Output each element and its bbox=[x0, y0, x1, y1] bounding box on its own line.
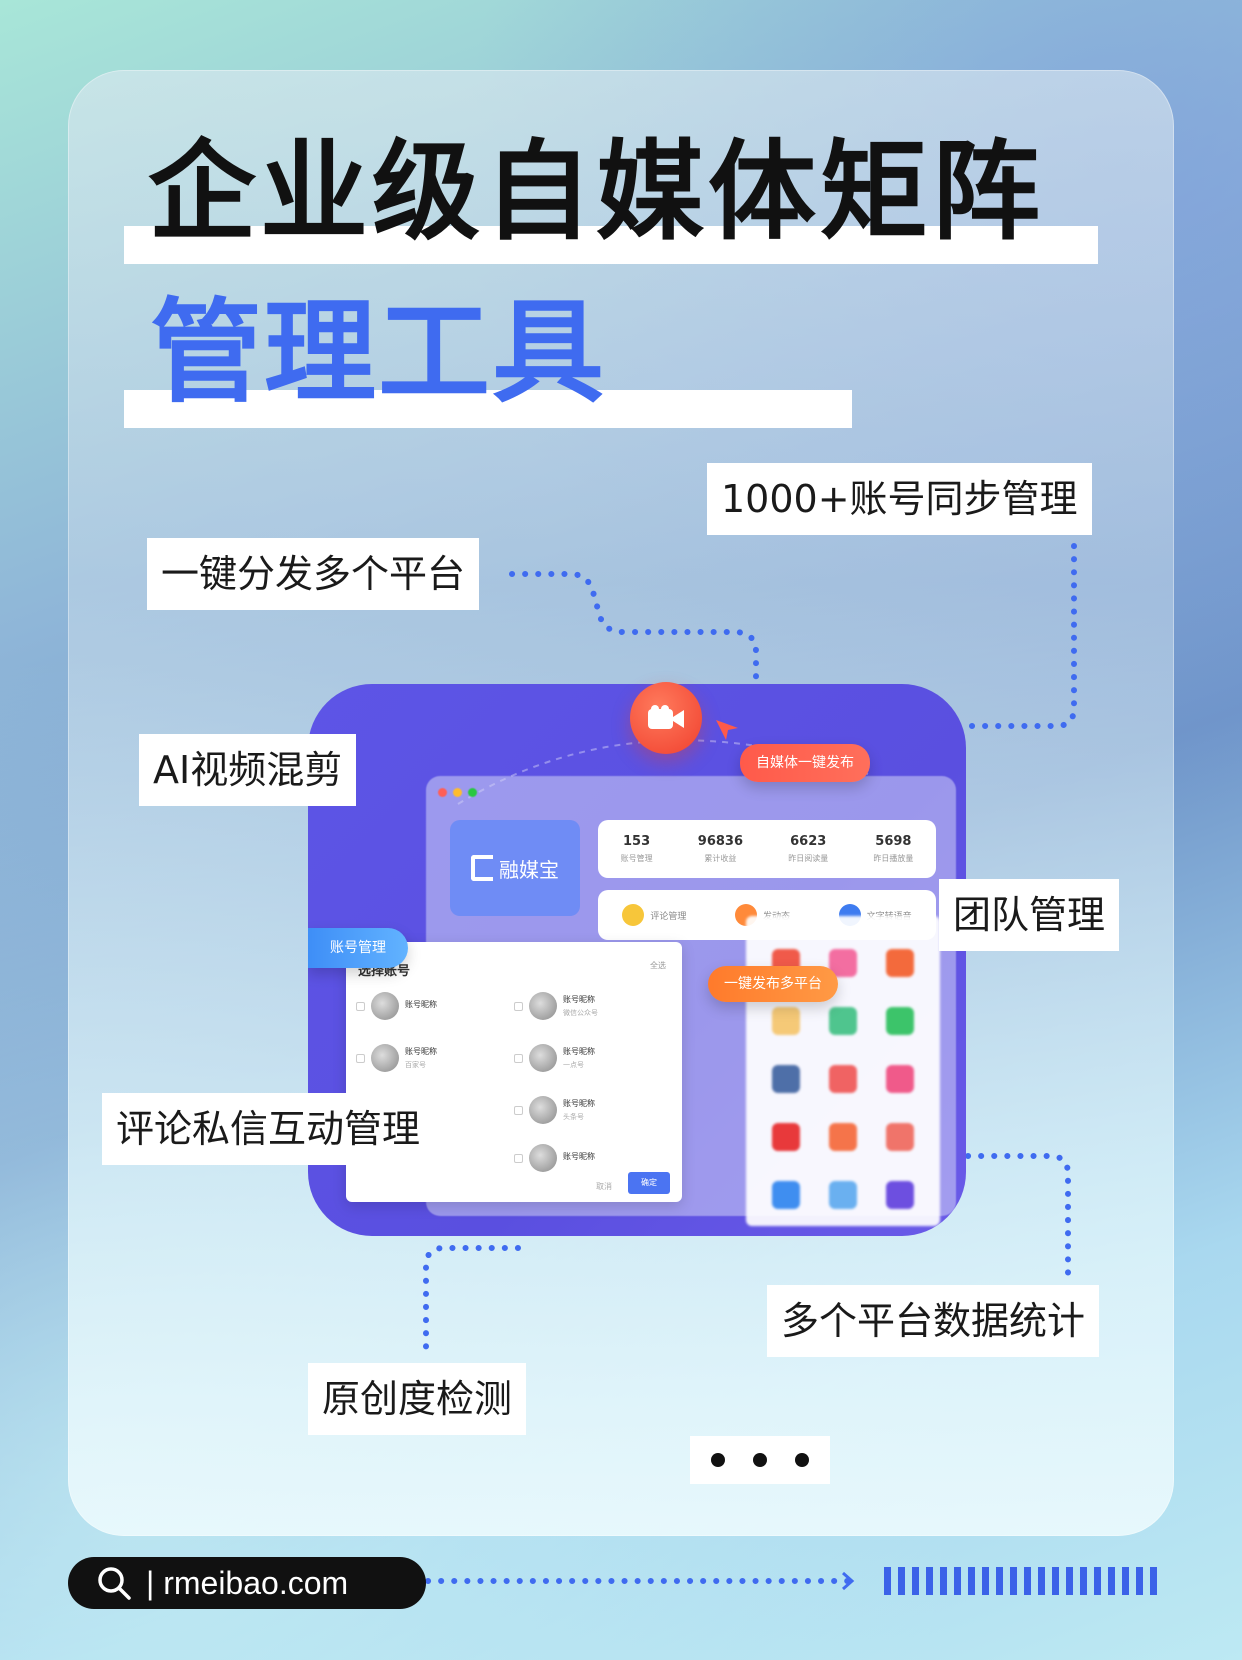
cancel-button[interactable]: 取消 bbox=[596, 1182, 612, 1191]
select-all-checkbox[interactable]: 全选 bbox=[650, 961, 666, 970]
window-maximize-dot[interactable] bbox=[468, 788, 477, 797]
comment-icon bbox=[622, 904, 645, 926]
platform-icon[interactable] bbox=[772, 1065, 801, 1093]
account-checkbox[interactable] bbox=[514, 1153, 523, 1163]
tag-sync-accounts: 1000+账号同步管理 bbox=[707, 463, 1092, 535]
platform-icon[interactable] bbox=[828, 1181, 857, 1209]
title-line-1: 企业级自媒体矩阵 bbox=[148, 130, 1045, 255]
window-close-dot[interactable] bbox=[438, 788, 447, 797]
account-item[interactable]: 账号昵称百家号 bbox=[356, 1044, 437, 1072]
search-icon bbox=[98, 1567, 131, 1600]
self-media-publish-badge[interactable]: 自媒体一键发布 bbox=[740, 744, 870, 782]
platform-icon[interactable] bbox=[772, 1123, 801, 1151]
stat-plays: 5698 昨日播放量 bbox=[873, 834, 914, 863]
brand-name: 融媒宝 bbox=[499, 857, 559, 882]
video-camera-button[interactable] bbox=[630, 682, 702, 754]
platform-icon[interactable] bbox=[885, 1065, 914, 1093]
stats-bar: 153 账号管理 96836 累计收益 6623 昨日阅读量 5698 昨日播放… bbox=[598, 820, 936, 878]
account-item[interactable]: 账号昵称 bbox=[356, 992, 437, 1020]
multi-publish-button[interactable]: 一键发布多平台 bbox=[708, 966, 838, 1002]
title-underline-1 bbox=[124, 226, 1098, 264]
platform-icon[interactable] bbox=[772, 1007, 801, 1035]
action-comment-manage[interactable]: 评论管理 bbox=[622, 904, 686, 926]
tag-team-management: 团队管理 bbox=[939, 879, 1120, 951]
title-line-2: 管理工具 bbox=[150, 288, 606, 418]
account-manage-tab[interactable]: 账号管理 bbox=[308, 928, 408, 968]
site-url[interactable]: | rmeibao.com bbox=[146, 1564, 349, 1601]
avatar bbox=[371, 1044, 399, 1072]
ellipsis-icon bbox=[795, 1453, 809, 1467]
account-checkbox[interactable] bbox=[356, 1001, 365, 1011]
account-item[interactable]: 账号昵称 bbox=[514, 1144, 595, 1172]
account-checkbox[interactable] bbox=[514, 1053, 523, 1063]
ellipsis-icon bbox=[711, 1453, 725, 1467]
tag-originality-check: 原创度检测 bbox=[308, 1363, 527, 1435]
platform-icon[interactable] bbox=[885, 949, 914, 977]
platform-icon[interactable] bbox=[828, 1123, 857, 1151]
platform-icon[interactable] bbox=[885, 1007, 914, 1035]
avatar bbox=[529, 992, 557, 1020]
tag-comment-dm: 评论私信互动管理 bbox=[102, 1093, 435, 1165]
account-checkbox[interactable] bbox=[356, 1053, 365, 1063]
tag-ai-video: AI视频混剪 bbox=[139, 734, 357, 806]
avatar bbox=[371, 992, 399, 1020]
platform-icon-grid bbox=[746, 916, 940, 1226]
stat-revenue: 96836 累计收益 bbox=[697, 834, 744, 863]
platform-icon[interactable] bbox=[885, 1181, 914, 1209]
window-minimize-dot[interactable] bbox=[453, 788, 462, 797]
account-item[interactable]: 账号昵称微信公众号 bbox=[514, 992, 598, 1020]
tag-one-click-distribute: 一键分发多个平台 bbox=[147, 538, 480, 610]
video-camera-icon bbox=[648, 705, 684, 729]
account-item[interactable]: 账号昵称头条号 bbox=[514, 1096, 595, 1124]
platform-icon[interactable] bbox=[772, 1181, 801, 1209]
ellipsis-icon bbox=[753, 1453, 767, 1467]
platform-icon[interactable] bbox=[828, 1007, 857, 1035]
more-ellipsis bbox=[690, 1436, 830, 1484]
avatar bbox=[529, 1144, 557, 1172]
title-underline-2 bbox=[124, 390, 852, 428]
tag-multi-platform-stats: 多个平台数据统计 bbox=[767, 1285, 1100, 1357]
stat-reads: 6623 昨日阅读量 bbox=[788, 834, 829, 863]
arrow-pointer-icon bbox=[716, 720, 738, 740]
platform-icon[interactable] bbox=[885, 1123, 914, 1151]
avatar bbox=[529, 1044, 557, 1072]
account-item[interactable]: 账号昵称一点号 bbox=[514, 1044, 595, 1072]
stat-accounts: 153 账号管理 bbox=[620, 834, 653, 863]
brand-logo-icon bbox=[471, 855, 493, 881]
site-search-pill[interactable]: | rmeibao.com bbox=[68, 1557, 426, 1609]
avatar bbox=[529, 1096, 557, 1124]
confirm-button[interactable]: 确定 bbox=[628, 1172, 670, 1194]
account-checkbox[interactable] bbox=[514, 1105, 523, 1115]
decorative-barcode bbox=[884, 1567, 1174, 1595]
account-checkbox[interactable] bbox=[514, 1001, 523, 1011]
brand-panel: 融媒宝 bbox=[450, 820, 580, 916]
platform-icon[interactable] bbox=[828, 1065, 857, 1093]
